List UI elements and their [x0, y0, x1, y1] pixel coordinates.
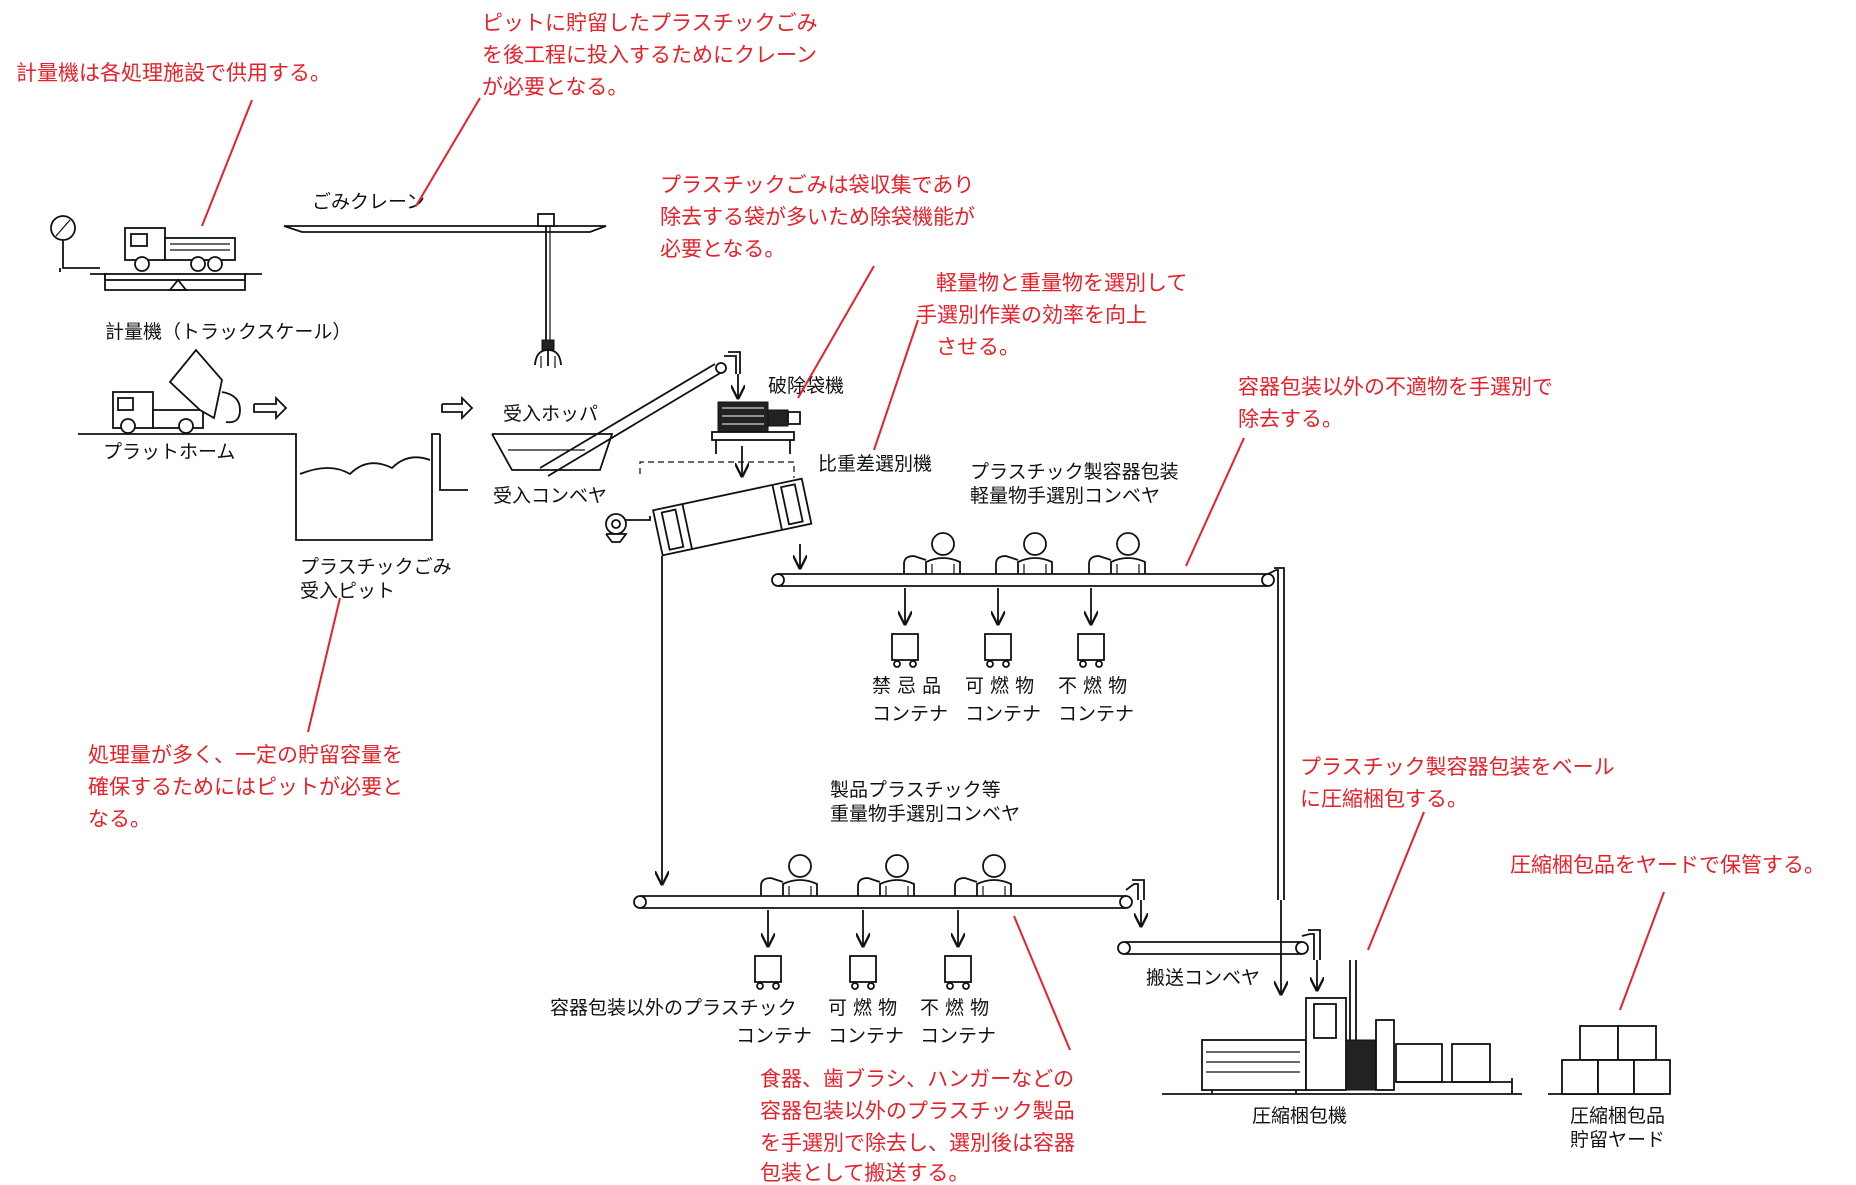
note-baler-2: に圧縮梱包する。 [1300, 787, 1468, 811]
light-sorting-conveyor: プラスチック製容器包装 軽量物手選別コンベヤ [771, 461, 1284, 994]
note-baler-1: プラスチック製容器包装をベール [1300, 755, 1615, 779]
note-pit-1: 処理量が多く、一定の貯留容量を [88, 743, 403, 767]
note-crane-3: が必要となる。 [482, 75, 628, 99]
container-6 [944, 910, 972, 990]
bale [1617, 1025, 1657, 1061]
crane-label: ごみクレーン [312, 191, 425, 213]
note-light-1: 容器包装以外の不適物を手選別で [1238, 375, 1553, 399]
baler-press-body [1201, 1039, 1307, 1091]
hopper-conveyor: 受入ホッパ 受入コンベヤ [491, 351, 740, 507]
blower-fan-icon [605, 513, 651, 543]
worker-icon [760, 854, 818, 896]
note-bag-2: 除去する袋が多いため除袋機能が [660, 205, 975, 229]
light-conv-label-1: プラスチック製容器包装 [970, 461, 1179, 483]
light-conv-label-2: 軽量物手選別コンベヤ [970, 485, 1160, 507]
flow-arrow-icon [441, 395, 474, 421]
gravity-sep-label: 比重差選別機 [818, 453, 932, 475]
light-container-unit-3: コンテナ [1058, 703, 1134, 725]
platform-label: プラットホーム [103, 441, 235, 463]
note-crane-2: を後工程に投入するためにクレーン [482, 43, 817, 67]
heavy-conv-label-2: 重量物手選別コンベヤ [830, 803, 1020, 825]
note-heavy-4: 包装として搬送する。 [760, 1161, 969, 1185]
note-crane-1: ピットに貯留したプラスチックごみ [482, 11, 818, 35]
heavy-container-type-1: 容器包装以外のプラスチック [550, 997, 797, 1019]
light-container-unit-1: コンテナ [872, 703, 948, 725]
worker-icon [995, 532, 1053, 574]
container-4 [754, 910, 782, 990]
baler-label: 圧縮梱包機 [1252, 1105, 1347, 1127]
bale-yard: 圧縮梱包品 貯留ヤード [1548, 1025, 1671, 1151]
bag-breaker-body [717, 401, 769, 433]
container-5 [849, 910, 877, 990]
yard-label-2: 貯留ヤード [1570, 1129, 1665, 1151]
note-gravity-1: 軽量物と重量物を選別して [936, 271, 1187, 295]
truck-icon [124, 227, 236, 272]
bag-breaker: 破除袋機 [711, 375, 844, 476]
container-3 [1077, 588, 1105, 668]
yard-label-1: 圧縮梱包品 [1570, 1105, 1665, 1127]
note-heavy-1: 食器、歯ブラシ、ハンガーなどの [760, 1067, 1074, 1091]
hopper-label: 受入ホッパ [503, 403, 598, 425]
note-scale: 計量機は各処理施設で供用する。 [16, 61, 331, 85]
pulley [715, 362, 727, 374]
trommel-drum [652, 477, 813, 557]
note-gravity-2: 手選別作業の効率を向上 [916, 303, 1147, 327]
worker-icon [1088, 532, 1146, 574]
bale [1579, 1025, 1619, 1061]
container-2 [984, 588, 1012, 668]
baler: 圧縮梱包機 [1162, 960, 1522, 1127]
worker-icon [954, 854, 1012, 896]
bale [1597, 1059, 1635, 1095]
packer-truck-icon [112, 348, 241, 434]
note-pit-2: 確保するためにはピットが必要と [88, 775, 403, 799]
grab-bucket-icon [534, 339, 562, 368]
heavy-container-unit-3: コンテナ [920, 1025, 996, 1047]
note-heavy-2: 容器包装以外のプラスチック製品 [760, 1099, 1075, 1123]
truck-scale: 計量機（トラックスケール） [50, 215, 351, 343]
light-container-unit-2: コンテナ [965, 703, 1041, 725]
note-heavy-3: を手選別で除去し、選別後は容器 [760, 1131, 1075, 1155]
heavy-container-unit-2: コンテナ [828, 1025, 904, 1047]
crane: ごみクレーン [283, 191, 607, 368]
transport-conveyor: 搬送コンベヤ [1117, 929, 1320, 990]
gravity-separator: 比重差選別機 [605, 453, 932, 884]
heavy-container-type-2: 可 燃 物 [828, 997, 897, 1019]
note-bag-1: プラスチックごみは袋収集であり [660, 173, 974, 197]
bale [1633, 1059, 1671, 1095]
light-container-type-3: 不 燃 物 [1058, 675, 1127, 697]
note-light-2: 除去する。 [1238, 407, 1343, 431]
bale [1561, 1059, 1599, 1095]
annotations: 計量機は各処理施設で供用する。 ピットに貯留したプラスチックごみ を後工程に投入… [16, 11, 1825, 1185]
worker-icon [903, 532, 961, 574]
heavy-conv-label-1: 製品プラスチック等 [830, 779, 1001, 801]
heavy-container-type-3: 不 燃 物 [920, 997, 989, 1019]
transport-conv-label: 搬送コンベヤ [1146, 967, 1260, 989]
heavy-sorting-conveyor: 製品プラスチック等 重量物手選別コンベヤ [550, 779, 1144, 1047]
note-gravity-3: させる。 [936, 335, 1020, 359]
worker-icon [857, 854, 915, 896]
note-bag-3: 必要となる。 [660, 237, 785, 261]
light-container-type-1: 禁 忌 品 [872, 675, 941, 697]
conveyor-in-label: 受入コンベヤ [493, 485, 607, 507]
receiving-pit: プラスチックごみ 受入ピット [288, 395, 474, 602]
pit-label-2: 受入ピット [300, 580, 395, 602]
flow-arrow-icon [253, 395, 288, 421]
note-pit-3: なる。 [88, 807, 151, 831]
heavy-container-unit-1: コンテナ [736, 1025, 812, 1047]
platform: プラットホーム [78, 348, 288, 463]
note-yard: 圧縮梱包品をヤードで保管する。 [1510, 853, 1825, 877]
container-1 [891, 588, 919, 668]
crane-trolley [537, 213, 555, 227]
light-container-type-2: 可 燃 物 [965, 675, 1034, 697]
pit-label-1: プラスチックごみ [300, 556, 452, 578]
scale-label: 計量機（トラックスケール） [105, 321, 351, 343]
